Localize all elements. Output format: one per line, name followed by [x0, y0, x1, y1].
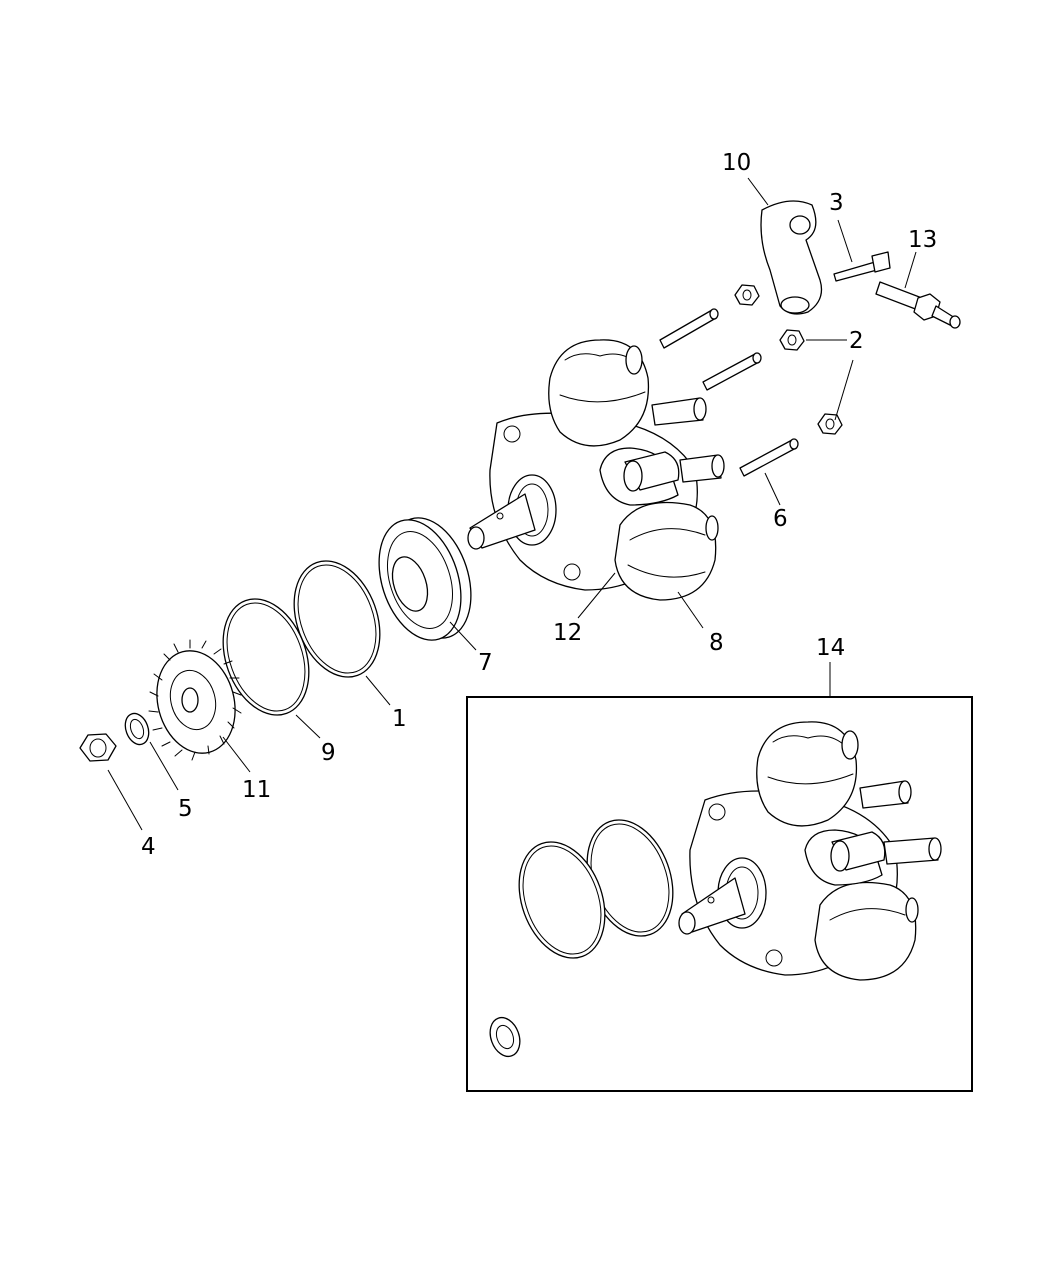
callout-9: 9: [321, 740, 336, 766]
callout-5: 5: [178, 796, 193, 822]
stud-fitting: [875, 281, 961, 329]
callout-14: 14: [816, 635, 845, 661]
callout-labels: 10 3 13 2 6 8 12 7 1 9 11 5 4 14: [141, 150, 937, 860]
hex-nut: [79, 733, 117, 762]
callout-13: 13: [908, 227, 937, 253]
callout-12: 12: [553, 620, 582, 646]
callout-10: 10: [722, 150, 751, 176]
o-ring-1: [293, 560, 381, 678]
callout-8: 8: [709, 630, 724, 656]
leader-lines: [107, 177, 917, 831]
kit-pump: [678, 721, 942, 981]
callout-3: 3: [829, 190, 844, 216]
callout-1: 1: [392, 706, 407, 732]
callout-4: 4: [141, 834, 156, 860]
bolt: [833, 251, 891, 282]
flange-nuts: [734, 284, 843, 435]
spring-washer: [124, 712, 150, 746]
seal-plate: [378, 517, 472, 641]
o-ring-9: [222, 598, 310, 716]
callout-11: 11: [242, 777, 271, 803]
callout-2: 2: [849, 328, 864, 354]
drive-gear: [148, 639, 242, 761]
callout-7: 7: [478, 650, 493, 676]
kit-spring-washer: [489, 1016, 521, 1058]
dowel-pins: [659, 308, 799, 477]
fuel-pump-main: [467, 339, 725, 601]
kit-inset-frame: [466, 696, 973, 1092]
callout-6: 6: [773, 506, 788, 532]
kit-o-ring-b: [518, 841, 606, 959]
support-bracket: [760, 200, 823, 315]
